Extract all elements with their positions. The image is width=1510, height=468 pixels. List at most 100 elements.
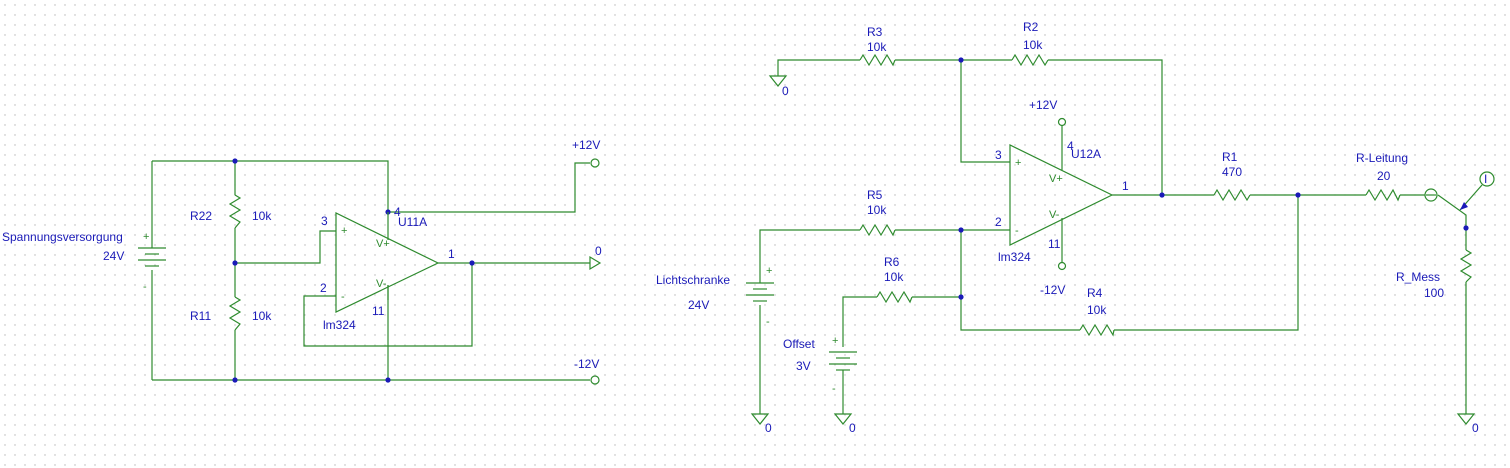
offset-value-label: 3V: [796, 359, 811, 373]
u11a-pin-4: 4: [394, 205, 401, 219]
r4-value-label: 10k: [1087, 303, 1107, 317]
u11a-pin-2: 2: [320, 281, 327, 295]
r11-value-label: 10k: [252, 309, 272, 323]
rail-neg-label-left: -12V: [574, 357, 599, 371]
wire-divider-to-inplus: [235, 230, 336, 264]
r5-value-label: 10k: [867, 203, 887, 217]
offpage-gnd-left[interactable]: [589, 255, 602, 271]
gnd-r3-label: 0: [782, 84, 789, 98]
battery-spannungsversorgung[interactable]: [138, 247, 166, 267]
gnd-offset-label: 0: [849, 421, 856, 435]
resistor-r1[interactable]: [1213, 188, 1251, 202]
u12a-pin-1: 1: [1122, 179, 1129, 193]
battery-lichtschranke[interactable]: [746, 282, 774, 302]
supply-neg-label-right: -12V: [1040, 283, 1065, 297]
u11a-pin-1: 1: [448, 247, 455, 261]
supply-plus-sign: +: [143, 231, 149, 243]
junction-dot: [232, 158, 238, 164]
u11a-name-label: U11A: [398, 215, 427, 229]
wire-feedback-u11: [303, 263, 473, 347]
terminal-minus12v-right[interactable]: [1057, 261, 1067, 271]
resistor-r11[interactable]: [228, 296, 242, 331]
current-probe[interactable]: [1424, 171, 1495, 211]
r22-value-label: 10k: [252, 209, 272, 223]
current-probe-label: I: [1484, 172, 1487, 186]
left-circuit: Spannungsversorgung 24V + - R22 10k R11 …: [2, 138, 602, 385]
supply-minus-sign: -: [143, 281, 147, 293]
resistor-r-leitung[interactable]: [1365, 188, 1401, 202]
offset-minus-sign: -: [832, 383, 836, 395]
wire-probe-to-rmess: [1437, 194, 1467, 250]
junction-dot: [1295, 192, 1301, 198]
junction-dot: [958, 57, 964, 63]
battery-offset[interactable]: [829, 351, 857, 371]
resistor-r22[interactable]: [228, 194, 242, 229]
u12a-vminus-label: V-: [1049, 209, 1060, 221]
lichtschranke-minus-sign: -: [766, 316, 770, 328]
opamp-u12a[interactable]: [1009, 144, 1114, 246]
r2-value-label: 10k: [1023, 38, 1043, 52]
ground-symbol-lichtschranke[interactable]: [750, 413, 770, 425]
r-leitung-name-label: R-Leitung: [1356, 151, 1408, 165]
r3-name-label: R3: [867, 25, 883, 39]
offset-name-label: Offset: [783, 337, 815, 351]
u12a-pin-3: 3: [995, 148, 1002, 162]
resistor-r4[interactable]: [1079, 323, 1115, 337]
junction-dot: [1159, 192, 1165, 198]
u12a-pin-4: 4: [1067, 139, 1074, 153]
r-mess-value-label: 100: [1424, 286, 1444, 300]
r-leitung-value-label: 20: [1377, 169, 1391, 183]
junction-dot: [385, 377, 391, 383]
u11a-vplus-label: V+: [376, 238, 390, 250]
resistor-r5[interactable]: [859, 223, 896, 237]
ground-symbol-offset[interactable]: [833, 413, 853, 425]
wire-licht-top: [759, 229, 860, 283]
junction-dot: [469, 260, 475, 266]
terminal-plus12v-left[interactable]: [590, 158, 600, 168]
wire-r2-to-out: [1048, 59, 1163, 195]
supply-value-label: 24V: [103, 249, 124, 263]
r1-value-label: 470: [1222, 165, 1242, 179]
r6-name-label: R6: [884, 255, 900, 269]
wire-node-to-inplus: [960, 60, 1010, 163]
supply-pos-label-right: +12V: [1029, 98, 1057, 112]
junction-dot: [1463, 225, 1469, 231]
terminal-plus12v-right[interactable]: [1057, 117, 1067, 127]
r3-value-label: 10k: [867, 40, 887, 54]
r22-name-label: R22: [190, 209, 212, 223]
gnd-mess-label: 0: [1472, 421, 1479, 435]
u12a-minus-sign: -: [1015, 225, 1019, 237]
ground-symbol-r3[interactable]: [768, 75, 788, 87]
u12a-part-label: lm324: [998, 250, 1031, 264]
lichtschranke-plus-sign: +: [766, 265, 772, 277]
wire-r3-ground: [777, 59, 860, 76]
junction-dot: [958, 294, 964, 300]
r2-name-label: R2: [1023, 20, 1039, 34]
wire-r4-to-right: [1114, 195, 1299, 331]
ground-symbol-rmess[interactable]: [1456, 413, 1476, 425]
r1-name-label: R1: [1222, 150, 1238, 164]
rail-gnd-label-left: 0: [595, 244, 602, 258]
wire-vpos-u11: [388, 162, 590, 213]
opamp-u11a[interactable]: [335, 212, 440, 313]
u11a-minus-sign: -: [341, 291, 345, 303]
u11a-vminus-label: V-: [376, 278, 387, 290]
u12a-plus-sign: +: [1015, 157, 1021, 169]
junction-dot: [958, 227, 964, 233]
wire-top-bus: [152, 160, 389, 212]
junction-dot: [232, 377, 238, 383]
u12a-name-label: U12A: [1071, 147, 1101, 161]
wire-inminus-node-down: [960, 230, 1080, 331]
resistor-r2[interactable]: [1011, 53, 1049, 67]
resistor-r6[interactable]: [876, 290, 913, 304]
gnd-licht-label: 0: [765, 421, 772, 435]
supply-name-label: Spannungsversorgung: [2, 230, 123, 244]
resistor-r3[interactable]: [859, 53, 896, 67]
resistor-r-mess[interactable]: [1459, 249, 1473, 283]
terminal-minus12v-left[interactable]: [590, 375, 600, 385]
lichtschranke-name-label: Lichtschranke: [656, 273, 730, 287]
r11-name-label: R11: [190, 309, 211, 323]
r4-name-label: R4: [1087, 286, 1103, 300]
